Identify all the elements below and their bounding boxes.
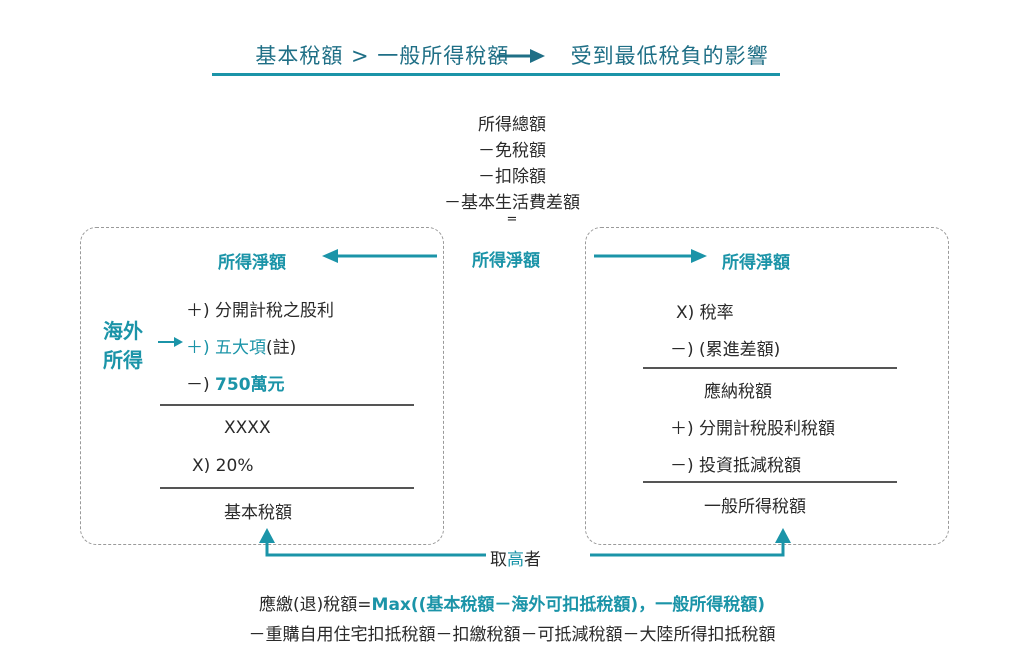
calc-line-1: 所得總額	[478, 115, 546, 135]
title-arrow-icon	[497, 49, 545, 63]
diagram-title: 基本稅額 > 一般所得稅額 受到最低稅負的影響	[0, 40, 1024, 70]
final-formula-prefix: 應繳(退)稅額=	[259, 595, 372, 615]
general-income-tax: 一般所得稅額	[704, 497, 806, 517]
take-higher: 取高者	[490, 545, 541, 570]
right-item-progressive: －) (累進差額)	[670, 340, 781, 360]
final-formula-2: －重購自用住宅扣抵稅額－扣繳稅額－可抵減稅額－大陸所得扣抵稅額	[248, 625, 776, 645]
bottom-arrow-right-icon	[590, 528, 791, 557]
overseas-label-2: 所得	[103, 348, 143, 372]
title-underline	[212, 73, 780, 76]
left-item-five-note: (註)	[266, 338, 297, 358]
center-net-income: 所得淨額	[472, 251, 540, 271]
basic-tax: 基本稅額	[224, 503, 292, 523]
right-divider-1	[643, 367, 897, 369]
take-higher-suffix: 者	[524, 550, 541, 570]
final-formula-max: Max((基本稅額－海外可扣抵稅額)，一般所得稅額)	[371, 595, 765, 615]
right-item-dividend-tax: ＋) 分開計稅股利稅額	[670, 419, 836, 439]
right-tax-payable: 應納稅額	[704, 382, 772, 402]
calc-line-3: －扣除額	[478, 167, 546, 187]
calc-line-4: －基本生活費差額	[444, 193, 580, 213]
arrow-right-icon	[594, 249, 707, 263]
right-item-investment: －) 投資抵減稅額	[670, 456, 802, 476]
final-formula-1: 應繳(退)稅額=Max((基本稅額－海外可扣抵稅額)，一般所得稅額)	[0, 590, 1024, 615]
right-divider-2	[643, 481, 897, 483]
left-item-threshold-value: 750萬元	[215, 375, 285, 395]
left-item-five: ＋) 五大項(註)	[186, 333, 296, 358]
left-divider-2	[160, 487, 414, 489]
take-higher-prefix: 取	[490, 550, 507, 570]
overseas-arrow-icon	[158, 337, 183, 347]
right-box	[585, 227, 949, 545]
left-box-title: 所得淨額	[218, 253, 286, 273]
left-divider-1	[160, 404, 414, 406]
right-box-title: 所得淨額	[722, 253, 790, 273]
left-item-five-text: ＋) 五大項	[186, 338, 267, 358]
bottom-arrow-left-icon	[259, 528, 486, 557]
right-item-rate: X) 稅率	[676, 303, 734, 323]
left-item-dividend: ＋) 分開計稅之股利	[186, 301, 335, 321]
left-multiplier: X) 20%	[192, 456, 254, 476]
take-higher-high: 高	[507, 550, 524, 570]
overseas-label-1: 海外	[103, 319, 143, 343]
left-item-threshold-prefix: －)	[186, 375, 216, 395]
title-right: 受到最低稅負的影響	[570, 44, 769, 68]
calc-equals: =	[506, 212, 518, 227]
left-item-threshold: －) 750萬元	[186, 370, 285, 395]
left-box	[80, 227, 444, 545]
calc-line-2: －免稅額	[478, 141, 546, 161]
arrow-left-icon	[322, 249, 437, 263]
left-result-xxxx: XXXX	[224, 418, 271, 438]
title-left: 基本稅額 > 一般所得稅額	[255, 44, 510, 68]
